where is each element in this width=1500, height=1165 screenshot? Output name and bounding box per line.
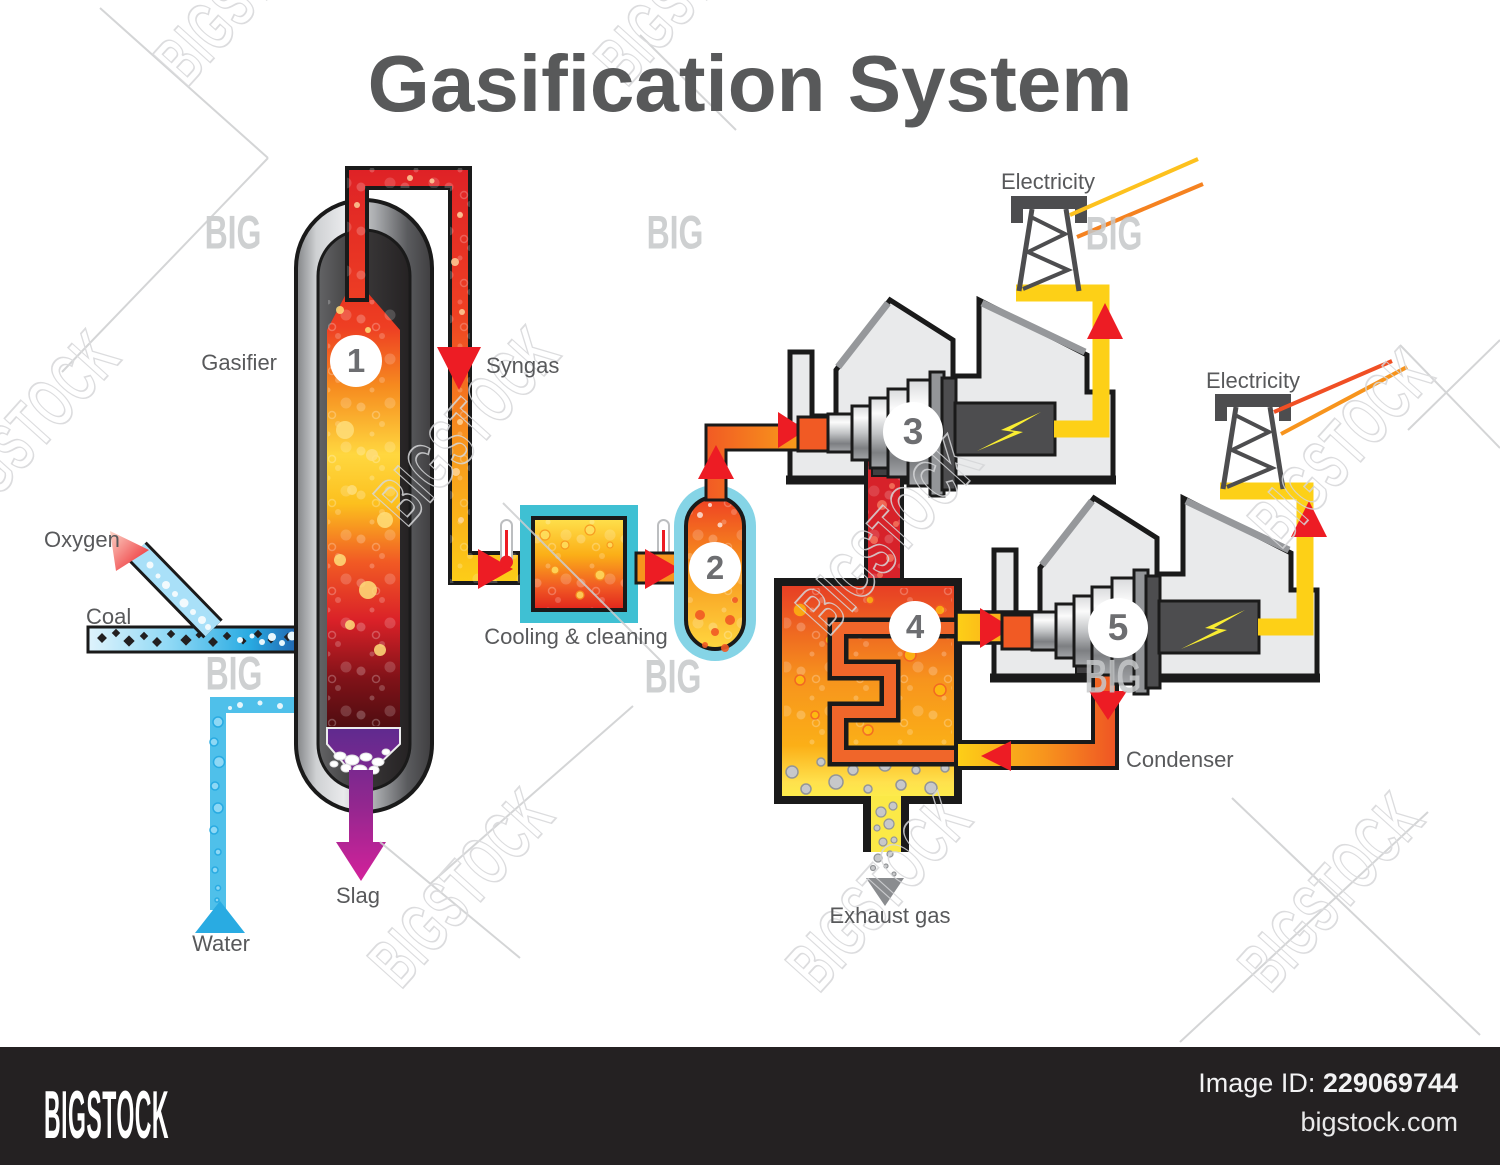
water-droplets — [209, 716, 226, 903]
thermometer-icon — [500, 519, 513, 569]
flow-arrow-right — [778, 412, 806, 448]
exhaust-bubbles — [869, 801, 898, 877]
condenser-label: Condenser — [1126, 747, 1234, 772]
bubbles — [334, 306, 393, 656]
stage-badge-2: 2 — [689, 542, 741, 594]
watermark-big: BIG — [1085, 649, 1142, 703]
exhaust-arrow — [866, 878, 904, 906]
bigstock-logo: BIGSTOCK — [44, 1078, 170, 1154]
stage-badge-5: 5 — [1088, 598, 1148, 658]
flow-arrow-right — [645, 549, 680, 589]
stage-badge-1: 1 — [330, 335, 382, 387]
water-arrow — [195, 901, 245, 933]
transmission-wires — [1069, 157, 1408, 436]
cooling-cleaning-unit — [478, 505, 680, 623]
exhaust-outlet — [863, 796, 909, 906]
water-label: Water — [192, 931, 250, 956]
slag-label: Slag — [335, 883, 381, 908]
page-title: Gasification System — [367, 39, 1133, 128]
syngas-label: Syngas — [486, 353, 560, 378]
watermark-big: BIG — [647, 205, 704, 259]
watermark-big: BIG — [205, 205, 262, 259]
watermark-bigstock: BIGSTOCK — [1225, 779, 1439, 1005]
syngas-arrow — [437, 347, 481, 390]
flow-arrow-left — [981, 741, 1011, 771]
exhaust-gas-label: Exhaust gas — [829, 903, 951, 928]
heat-recovery-boiler — [774, 578, 962, 804]
cooling-cleaning-label: Cooling & cleaning — [484, 624, 668, 649]
footer-bar: BIGSTOCK Image ID: 229069744 bigstock.co… — [0, 1047, 1500, 1165]
image-id-line: Image ID: 229069744 — [1198, 1067, 1458, 1099]
image-id-label: Image ID: — [1198, 1068, 1316, 1098]
electricity-label-left: Electricity — [1000, 169, 1096, 194]
website: bigstock.com — [1300, 1107, 1458, 1138]
flow-arrow-right — [980, 608, 1012, 648]
flow-arrow-down — [1089, 691, 1127, 720]
electricity-label-right: Electricity — [1205, 368, 1301, 393]
stage-badge-4: 4 — [889, 601, 941, 653]
flow-arrow-up — [698, 445, 734, 479]
stage-badge-3: 3 — [883, 402, 943, 462]
coal-feed — [86, 531, 327, 654]
gasifier-vessel — [294, 198, 434, 881]
watermark-big: BIG — [1086, 206, 1143, 260]
image-id-value: 229069744 — [1322, 1068, 1458, 1098]
slag-arrow — [349, 770, 373, 842]
flow-arrow-right — [478, 549, 513, 589]
oxygen-arrow — [110, 531, 149, 571]
image-meta: Image ID: 229069744 bigstock.com — [1198, 1067, 1458, 1139]
water-feed — [195, 697, 320, 933]
bubbles — [539, 524, 614, 600]
watermark-big: BIG — [206, 646, 263, 700]
gasification-diagram: BIGSTOCK BIGSTOCK BIGSTOCK BIGSTOCK BIGS… — [0, 0, 1500, 1043]
bubbles — [695, 597, 738, 652]
oxygen-label: Oxygen — [44, 527, 120, 552]
bubbles — [792, 595, 947, 736]
watermark-bigstock: BIGSTOCK — [0, 317, 135, 543]
gasifier-label: Gasifier — [201, 350, 277, 375]
coal-label: Coal — [86, 604, 132, 629]
watermark-big: BIG — [645, 649, 702, 703]
